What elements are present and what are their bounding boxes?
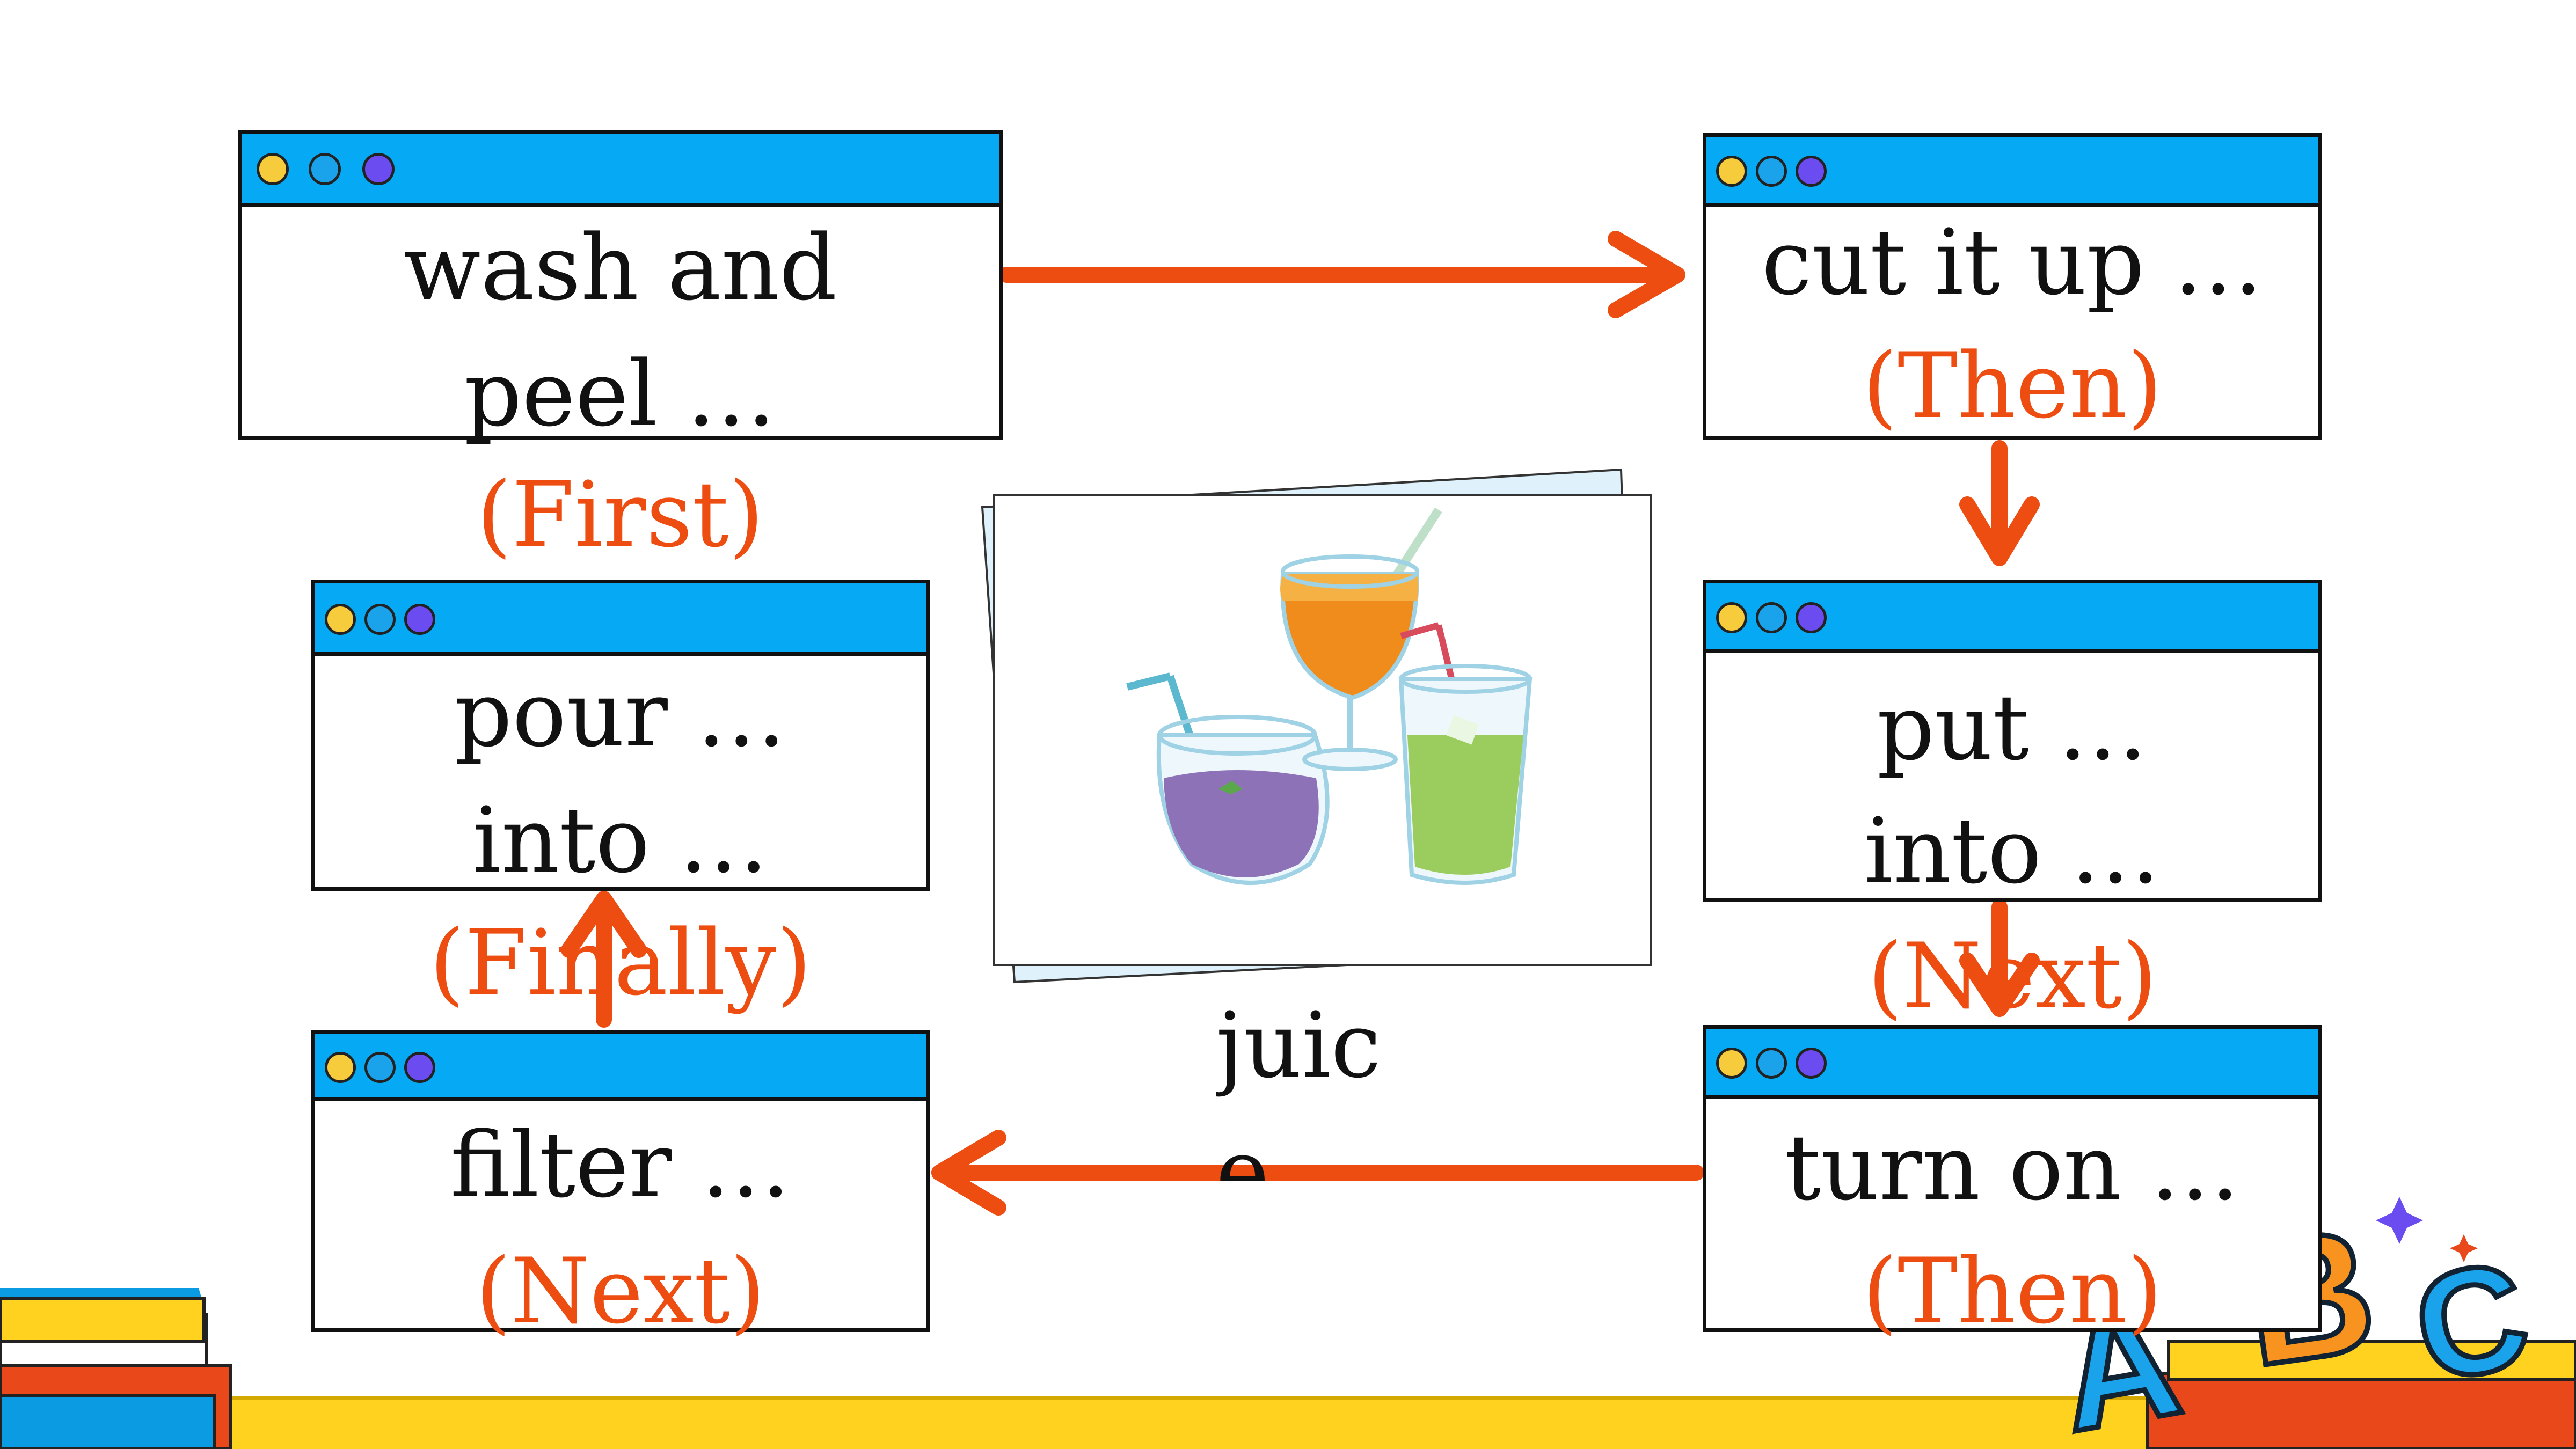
- yellow-dot-icon: [325, 604, 356, 635]
- step-window-cut: cut it up … (Then): [1703, 133, 2322, 440]
- step-label-first: (First): [476, 462, 764, 567]
- arrow-head: [561, 891, 647, 958]
- step-window-put: put … into …: [1703, 580, 2322, 902]
- purple-dot-icon: [1796, 602, 1827, 633]
- step-text: into …: [472, 788, 769, 893]
- purple-dot-icon: [404, 1052, 435, 1083]
- step-text: pour …: [454, 662, 787, 767]
- blue-dot-icon: [364, 604, 396, 635]
- letter-c: C: [2401, 1229, 2542, 1415]
- step-label-then: (Then): [1862, 1239, 2163, 1344]
- step-window-turn: turn on … (Then): [1703, 1025, 2322, 1336]
- window-title-bar: [1706, 1029, 2318, 1099]
- caption-line: e: [1216, 1119, 1269, 1181]
- blue-dot-icon: [1756, 156, 1787, 187]
- step-text: cut it up …: [1761, 210, 2264, 315]
- step-window-filter: filter … (Next): [311, 1030, 930, 1336]
- purple-dot-icon: [1796, 1048, 1827, 1079]
- step-label-finally: (Finally): [429, 910, 812, 1015]
- arrow-head: [1608, 231, 1685, 318]
- yellow-dot-icon: [257, 153, 289, 185]
- window-title-bar: [242, 134, 999, 207]
- window-title-bar: [315, 1034, 926, 1101]
- green-drink-icon: [1398, 622, 1533, 885]
- caption-line: juic: [1216, 993, 1382, 1098]
- step-label-next: (Next): [476, 1239, 765, 1344]
- step-label-next: (Next): [1867, 924, 2157, 1029]
- yellow-dot-icon: [1716, 1048, 1747, 1079]
- step-text: turn on …: [1784, 1115, 2241, 1220]
- blue-dot-icon: [1756, 602, 1787, 633]
- yellow-dot-icon: [1716, 156, 1747, 187]
- yellow-dot-icon: [325, 1052, 356, 1083]
- blue-dot-icon: [309, 153, 341, 185]
- purple-dot-icon: [362, 153, 395, 185]
- purple-dot-icon: [404, 604, 435, 635]
- books-stack: [0, 1288, 232, 1449]
- arrow-head: [1959, 496, 2040, 566]
- window-title-bar: [1706, 137, 2318, 207]
- blue-dot-icon: [1756, 1048, 1787, 1079]
- orange-drink-icon: [1280, 507, 1442, 771]
- step-text: wash and: [403, 215, 837, 320]
- arrow-head: [1959, 953, 2040, 1017]
- purple-dot-icon: [1796, 156, 1827, 187]
- purple-drink-icon: [1126, 672, 1330, 885]
- window-title-bar: [1706, 583, 2318, 653]
- blue-dot-icon: [364, 1052, 396, 1083]
- step-window-wash: wash and peel …: [238, 130, 1003, 440]
- step-label-then: (Then): [1862, 333, 2163, 438]
- sparkle-icon: [2376, 1197, 2423, 1244]
- step-text: into …: [1864, 799, 2161, 904]
- center-caption: juic e: [1216, 982, 1388, 1181]
- arrow-head: [931, 1130, 1006, 1216]
- step-text: peel …: [464, 341, 777, 447]
- step-text: put …: [1877, 675, 2148, 780]
- sparkle-icon: [2450, 1234, 2478, 1262]
- step-window-pour: pour … into …: [311, 580, 930, 891]
- step-text: filter …: [450, 1113, 791, 1218]
- yellow-dot-icon: [1716, 602, 1747, 633]
- window-title-bar: [315, 583, 926, 656]
